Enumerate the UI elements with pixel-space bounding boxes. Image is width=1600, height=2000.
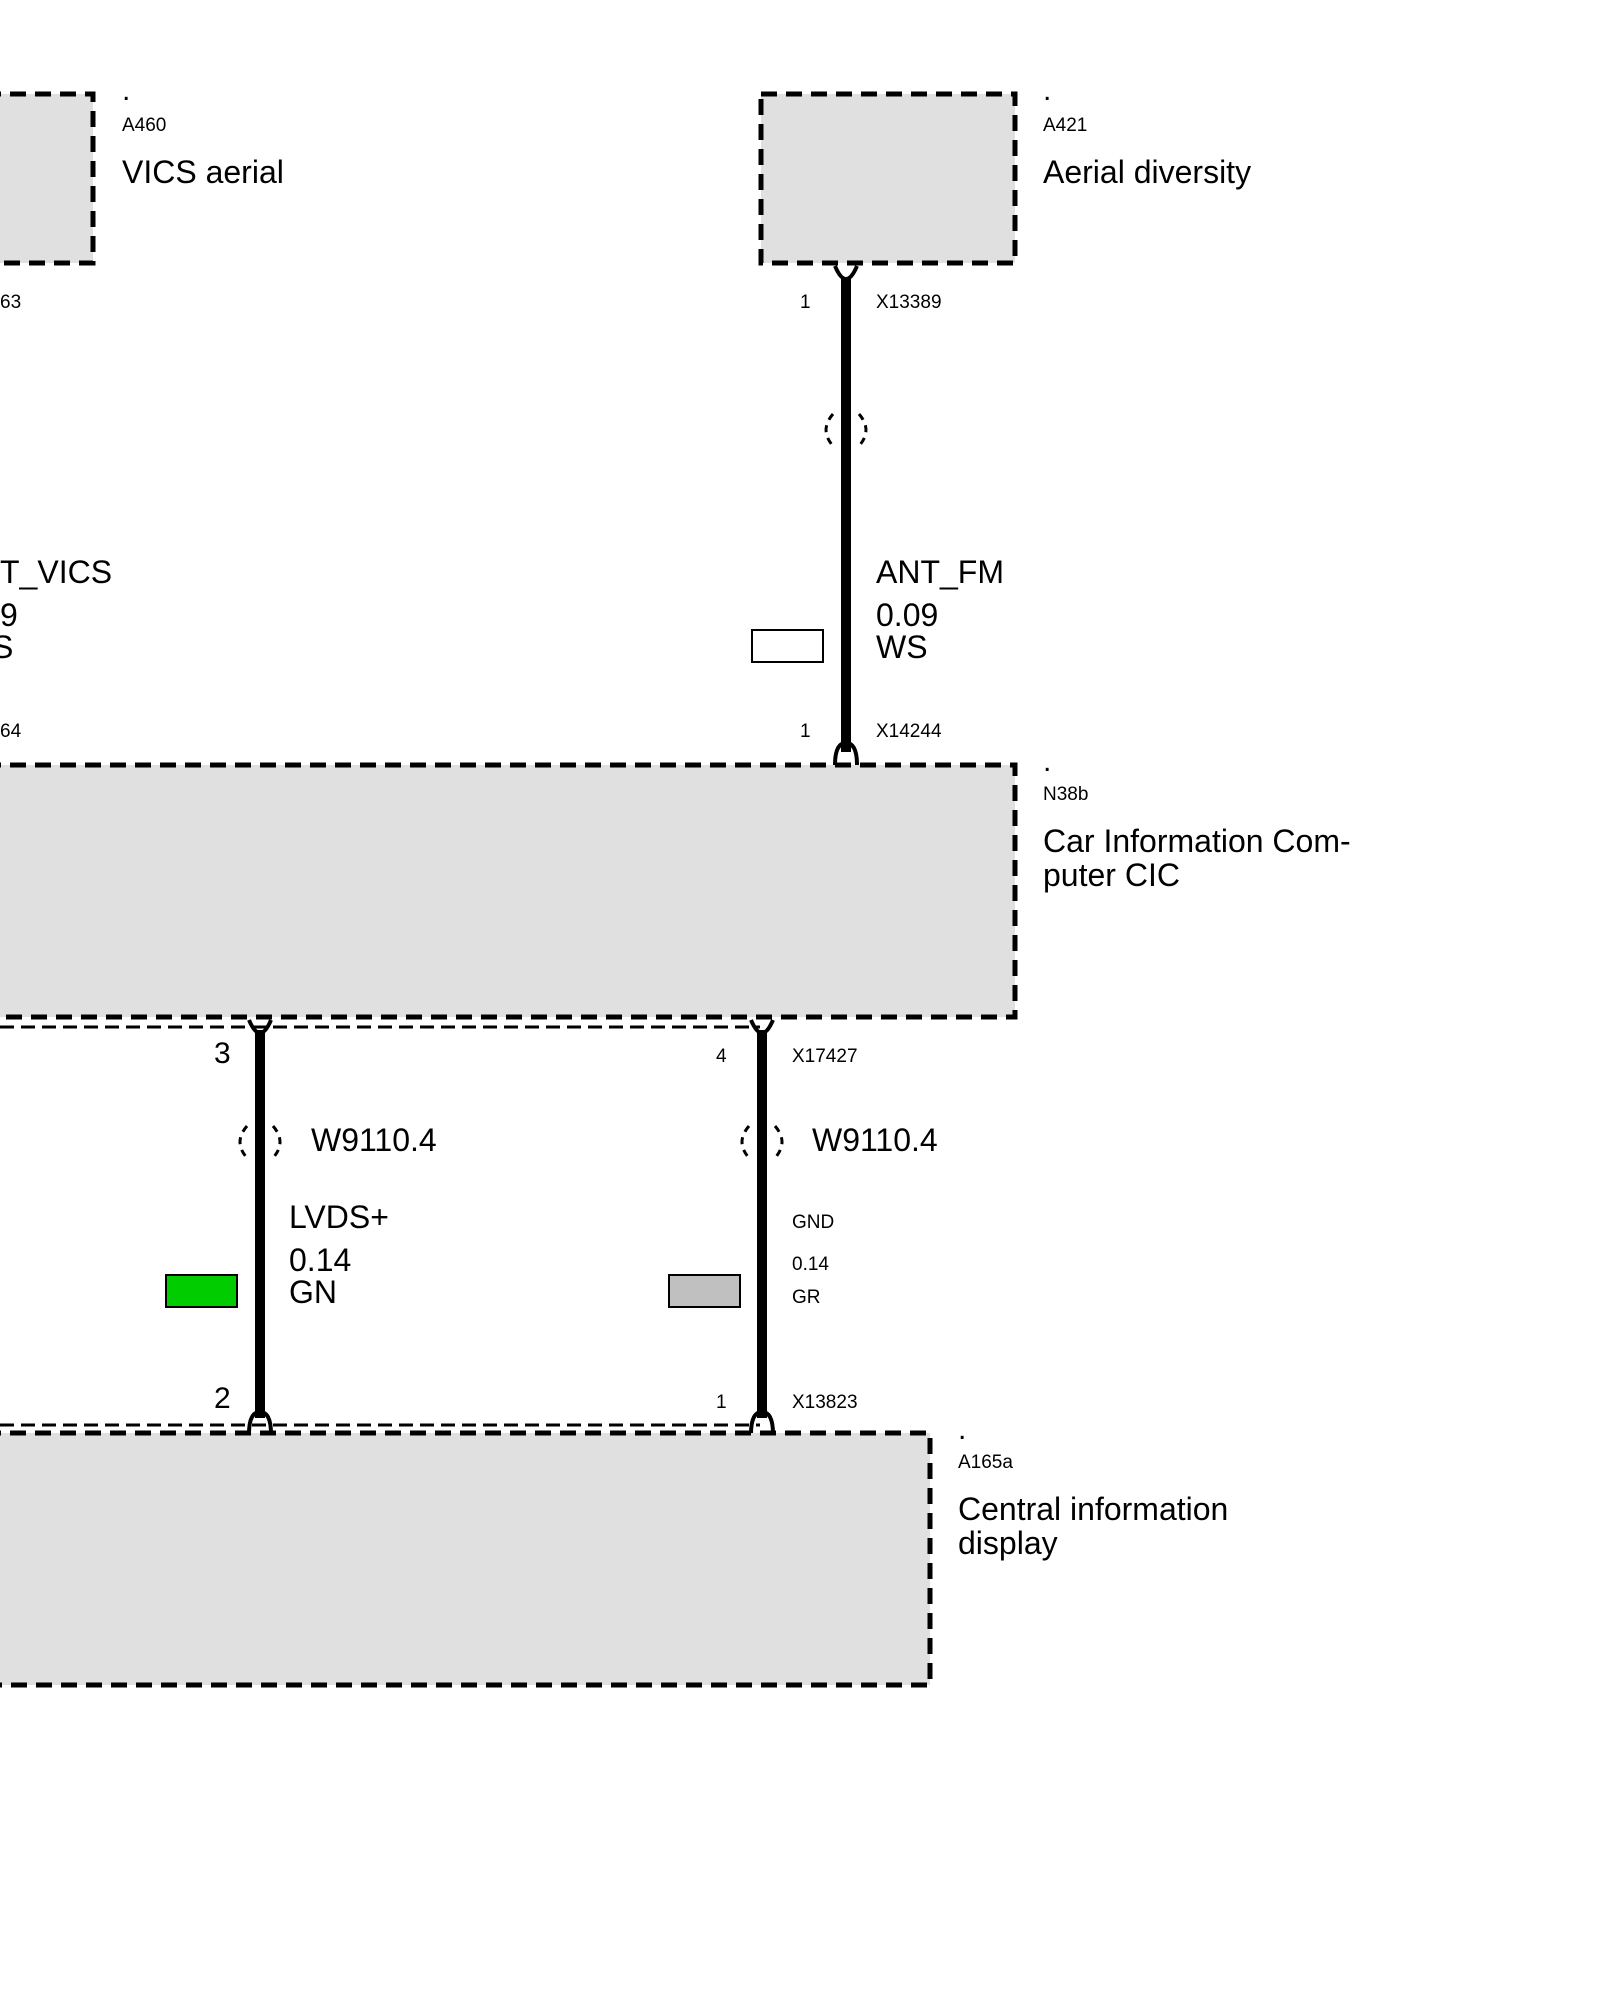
ant-fm-top-connector: X13389 [876, 292, 942, 313]
aerial-diversity-box [758, 91, 1018, 266]
gnd-color-swatch [668, 1274, 741, 1308]
left-cropped-wire: 63 T_VICS 9 S 64 [0, 292, 112, 742]
gnd-bottom-pin: 1 [716, 1392, 727, 1413]
lvds-twist-icon [238, 1125, 282, 1159]
gnd-top-connector: X17427 [792, 1046, 858, 1067]
gnd-color: GR [792, 1287, 821, 1308]
cid-name-line1: Central information [958, 1491, 1228, 1527]
gnd-signal: GND [792, 1212, 834, 1233]
ant-fm-color-swatch [751, 629, 824, 663]
gnd-bottom-plug [749, 1409, 775, 1435]
ant-fm-top-plug [833, 265, 859, 281]
ant-fm-top-pin: 1 [800, 292, 811, 313]
wire-ant-fm: 1 X13389 ANT_FM 0.09 WS 1 X14244 [751, 265, 1004, 766]
vics-aerial-dot: . [122, 74, 130, 107]
gnd-size: 0.14 [792, 1254, 829, 1275]
aerial-diversity-dot: . [1043, 74, 1051, 107]
left-connector-bottom: 64 [0, 721, 22, 742]
ant-fm-twist-icon [824, 413, 868, 447]
gnd-harness: W9110.4 [812, 1122, 938, 1158]
lvds-signal: LVDS+ [289, 1199, 389, 1235]
cic-name-line2: puter CIC [1043, 857, 1180, 893]
lvds-bottom-pin: 2 [214, 1382, 231, 1415]
lvds-bottom-plug [247, 1409, 273, 1435]
gnd-top-plug [749, 1019, 775, 1035]
left-wire-color: S [0, 629, 13, 665]
vics-aerial-box [0, 91, 96, 266]
vics-aerial-name: VICS aerial [122, 154, 284, 190]
aerial-diversity-name: Aerial diversity [1043, 154, 1251, 190]
aerial-diversity-code: A421 [1043, 115, 1087, 136]
component-aerial-diversity: . A421 Aerial diversity [758, 74, 1251, 266]
vics-aerial-code: A460 [122, 115, 166, 136]
ant-fm-bottom-pin: 1 [800, 721, 811, 742]
lvds-top-plug [247, 1019, 273, 1035]
ant-fm-size: 0.09 [876, 597, 938, 633]
cid-dot: . [958, 1413, 966, 1446]
cid-box [0, 1430, 933, 1688]
lvds-color: GN [289, 1274, 337, 1310]
lvds-color-swatch [165, 1274, 238, 1308]
gnd-top-pin: 4 [716, 1046, 727, 1067]
cid-name-line2: display [958, 1525, 1058, 1561]
cic-code: N38b [1043, 784, 1088, 805]
ant-fm-bottom-plug [833, 740, 859, 766]
gnd-twist-icon [740, 1125, 784, 1159]
wire-lvds: 3 W9110.4 LVDS+ 0.14 GN 2 [165, 1019, 437, 1435]
cic-name-line1: Car Information Com- [1043, 823, 1351, 859]
left-connector-top: 63 [0, 292, 21, 313]
ant-fm-signal: ANT_FM [876, 554, 1004, 590]
left-wire-size: 9 [0, 597, 18, 633]
lvds-top-pin: 3 [214, 1037, 231, 1070]
cic-box [0, 762, 1018, 1020]
cic-dot: . [1043, 745, 1051, 778]
lvds-harness: W9110.4 [311, 1122, 437, 1158]
component-vics-aerial: . A460 VICS aerial [0, 74, 284, 266]
gnd-bottom-connector: X13823 [792, 1392, 858, 1413]
wire-gnd: 4 X17427 W9110.4 GND 0.14 GR 1 X13823 [668, 1019, 938, 1435]
ant-fm-color: WS [876, 629, 928, 665]
component-cic: . N38b Car Information Com- puter CIC [0, 745, 1351, 1029]
ant-fm-bottom-connector: X14244 [876, 721, 942, 742]
component-cid: . A165a Central information display [0, 1413, 1228, 1688]
left-signal-name: T_VICS [0, 554, 112, 590]
cid-code: A165a [958, 1452, 1013, 1473]
lvds-size: 0.14 [289, 1242, 351, 1278]
